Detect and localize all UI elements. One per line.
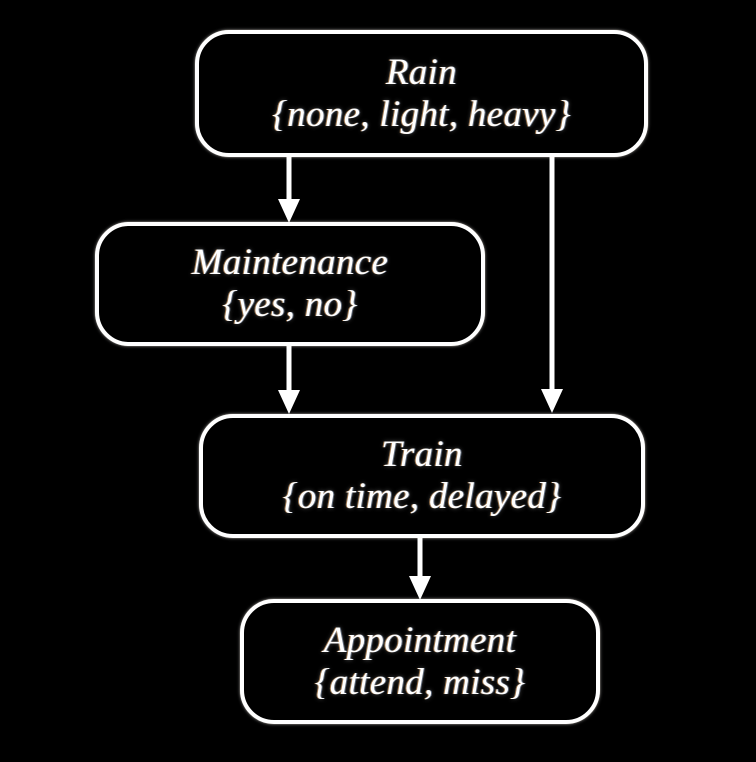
- edge-rain-to-maintenance: [268, 153, 310, 227]
- arrowhead-icon: [278, 199, 300, 223]
- node-rain[interactable]: Rain {none, light, heavy}: [195, 30, 648, 157]
- edge-maintenance-to-train: [268, 342, 310, 418]
- edge-rain-to-train: [531, 153, 573, 417]
- arrowhead-icon: [541, 389, 563, 413]
- edge-train-to-appointment: [399, 534, 441, 604]
- node-rain-states: {none, light, heavy}: [272, 93, 571, 135]
- node-maintenance-states: {yes, no}: [222, 284, 358, 325]
- node-appointment-name: Appointment: [323, 619, 517, 661]
- node-train[interactable]: Train {on time, delayed}: [199, 414, 645, 538]
- node-appointment[interactable]: Appointment {attend, miss}: [240, 599, 600, 724]
- arrowhead-icon: [278, 390, 300, 414]
- arrowhead-icon: [409, 576, 431, 600]
- node-maintenance-name: Maintenance: [191, 242, 389, 284]
- node-maintenance[interactable]: Maintenance {yes, no}: [95, 222, 485, 346]
- node-rain-name: Rain: [385, 51, 458, 93]
- node-appointment-states: {attend, miss}: [314, 661, 526, 703]
- node-train-name: Train: [381, 434, 463, 476]
- node-train-states: {on time, delayed}: [282, 476, 562, 517]
